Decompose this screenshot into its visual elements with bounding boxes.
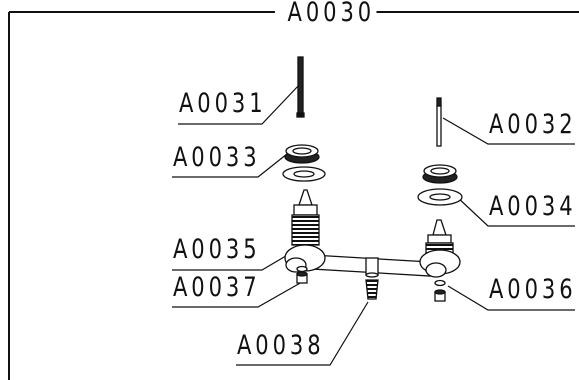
- leader-a0033: [172, 149, 293, 178]
- part-label-a0032: A0032: [489, 109, 577, 140]
- spout-nipple: [365, 279, 379, 300]
- left-valve-body: [284, 189, 326, 273]
- left-nut: [284, 144, 320, 164]
- right-nut: [422, 164, 458, 184]
- leader-a0037: [172, 281, 303, 308]
- left-fitting: [296, 265, 308, 284]
- leader-a0036: [447, 285, 575, 311]
- leader-a0038: [236, 301, 369, 366]
- cross-pipe: [311, 254, 431, 278]
- part-label-a0033: A0033: [173, 142, 261, 173]
- part-label-a0038: A0038: [237, 330, 325, 361]
- long-rod: [296, 56, 305, 118]
- short-rod: [436, 97, 442, 147]
- part-label-a0036: A0036: [489, 274, 577, 305]
- part-label-a0037: A0037: [173, 272, 261, 303]
- parts: [282, 56, 463, 302]
- leader-lines: [172, 83, 575, 366]
- drawing-frame: [8, 11, 579, 380]
- right-valve-body: [419, 219, 461, 278]
- right-fitting: [434, 279, 446, 302]
- part-label-a0031: A0031: [179, 88, 267, 119]
- leader-a0032: [442, 117, 575, 145]
- leader-a0034: [455, 195, 575, 227]
- leader-a0031: [178, 83, 301, 125]
- part-label-a0035: A0035: [173, 234, 261, 265]
- part-label-a0034: A0034: [489, 191, 577, 222]
- title-label: A0030: [286, 0, 377, 28]
